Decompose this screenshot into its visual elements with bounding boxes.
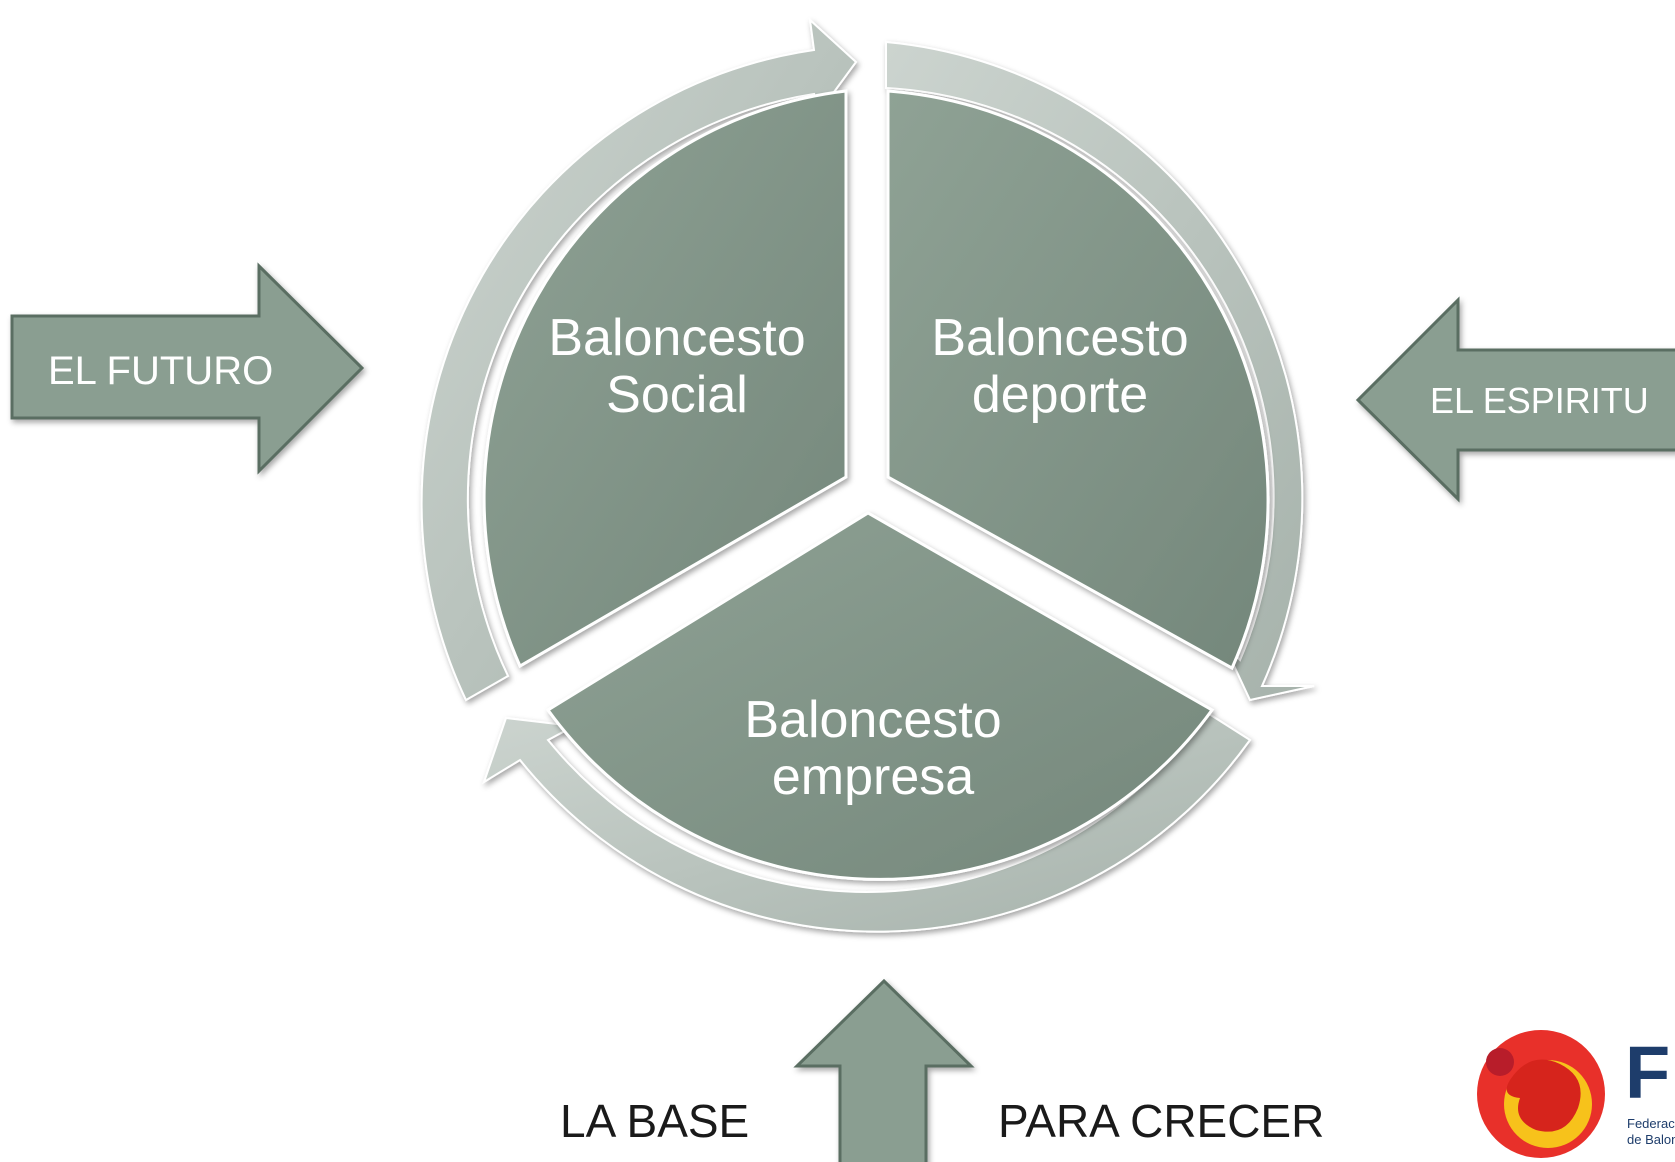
arrow-el-espiritu: EL ESPIRITU [1355, 296, 1675, 503]
feb-logo: FE Federación Española de Baloncesto [1477, 1030, 1675, 1158]
segment-social-label-1: Baloncesto [548, 309, 805, 367]
ring-arrow-social-to-deporte [420, 17, 858, 702]
arrow-el-espiritu-label: EL ESPIRITU [1430, 380, 1649, 421]
logo-ball-icon [1486, 1048, 1514, 1076]
logo-text: FE [1625, 1031, 1675, 1114]
segment-empresa-label-1: Baloncesto [744, 691, 1001, 749]
cycle-ring [420, 17, 1315, 933]
segment-empresa-label-2: empresa [772, 748, 974, 806]
arrow-base [793, 978, 975, 1162]
segment-deporte-label-1: Baloncesto [931, 309, 1188, 367]
ring-arrow-deporte-to-empresa [885, 40, 1315, 702]
label-la-base: LA BASE [560, 1095, 749, 1147]
arrow-el-futuro-label: EL FUTURO [48, 349, 273, 393]
arrow-left-shape [1355, 296, 1675, 503]
arrow-right-shape [10, 262, 365, 475]
arrow-el-futuro: EL FUTURO [10, 262, 365, 475]
arrow-up-shape [793, 978, 975, 1162]
cycle-segments [482, 89, 1270, 881]
logo-subtext-2: de Baloncesto [1627, 1132, 1675, 1147]
logo-lion-icon [1506, 1059, 1581, 1132]
segment-social-label-2: Social [606, 366, 748, 424]
segment-empresa [545, 511, 1215, 881]
segment-deporte [886, 89, 1270, 671]
logo-subtext-1: Federación Española [1627, 1116, 1675, 1131]
ring-arrow-empresa-to-social [482, 710, 1252, 933]
label-para-crecer: PARA CRECER [998, 1095, 1324, 1147]
segment-deporte-label-2: deporte [972, 366, 1148, 424]
segment-social [482, 89, 848, 669]
